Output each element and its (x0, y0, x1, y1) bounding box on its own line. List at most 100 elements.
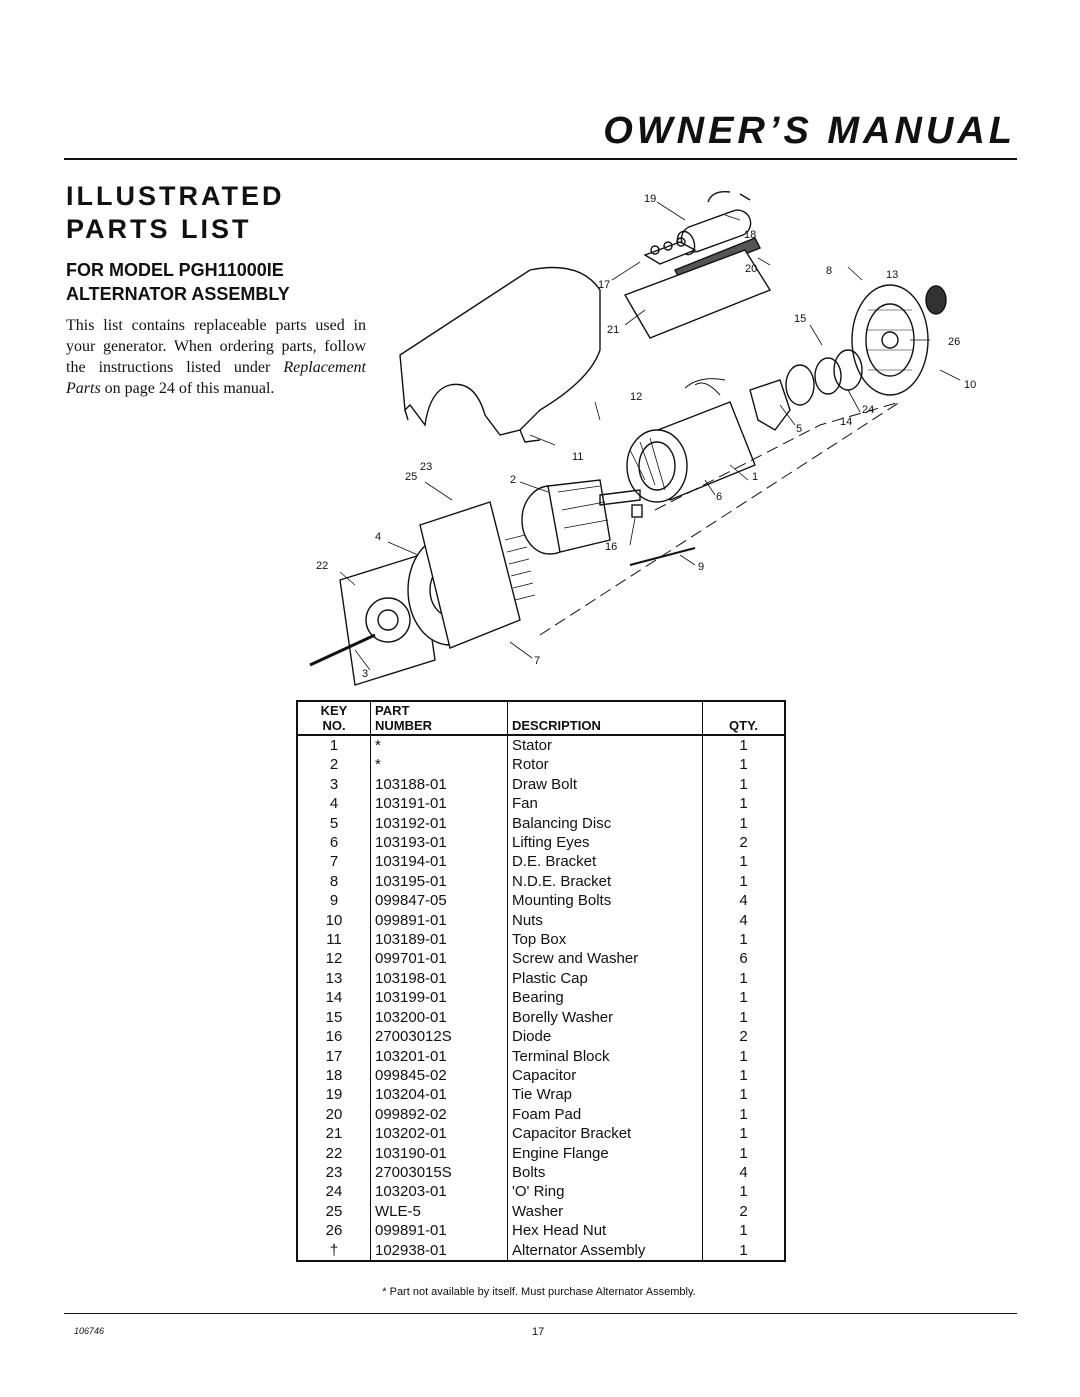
part-number-cell: 099847-05 (370, 891, 508, 911)
part-number-cell: 103188-01 (370, 774, 508, 795)
header-description: DESCRIPTION (507, 702, 703, 735)
diagram-callouts: 19 18 20 8 13 17 21 15 26 10 12 24 14 5 … (316, 193, 976, 680)
part-number-cell: 099891-01 (370, 910, 508, 931)
qty-cell: 1 (702, 930, 784, 950)
qty-cell: 1 (702, 1124, 784, 1144)
description-cell: Alternator Assembly (507, 1240, 703, 1260)
key-no-cell: 2 (329, 756, 339, 774)
description-cell: N.D.E. Bracket (507, 871, 703, 892)
part-number-cell: * (370, 755, 508, 775)
description-cell: Balancing Disc (507, 813, 703, 834)
part-number-cell: 103195-01 (370, 871, 508, 892)
section-title-line2: PARTS LIST (66, 214, 252, 244)
callout-18: 18 (744, 229, 756, 241)
callout-24: 24 (862, 404, 874, 416)
intro-emphasis: Replacement Parts (66, 359, 366, 397)
callout-19: 19 (644, 193, 656, 205)
top-box-part (399, 266, 601, 436)
part-number-cell: 103203-01 (370, 1182, 508, 1202)
key-no-cell: 21 (325, 1125, 343, 1143)
description-cell: Foam Pad (507, 1104, 703, 1125)
callout-12: 12 (630, 391, 642, 403)
callout-4: 4 (375, 531, 381, 543)
callout-13: 13 (886, 269, 898, 281)
part-number-cell: * (370, 735, 508, 756)
rotor-part (521, 479, 641, 555)
description-cell: D.E. Bracket (507, 852, 703, 872)
qty-cell: 6 (702, 949, 784, 969)
balancing-disc-part (749, 379, 791, 431)
qty-cell: 1 (702, 1240, 784, 1260)
qty-cell: 1 (702, 968, 784, 989)
qty-cell: 1 (702, 1007, 784, 1028)
part-number-cell: 102938-01 (370, 1240, 508, 1260)
callout-26: 26 (948, 336, 960, 348)
qty-cell: 2 (702, 833, 784, 853)
description-cell: Screw and Washer (507, 949, 703, 969)
callout-8: 8 (826, 265, 832, 277)
description-cell: Hex Head Nut (507, 1221, 703, 1241)
bearing-part (785, 364, 815, 406)
qty-cell: 1 (702, 1221, 784, 1241)
qty-cell: 1 (702, 1143, 784, 1163)
key-no-cell: 18 (325, 1066, 343, 1084)
description-cell: Engine Flange (507, 1143, 703, 1163)
diode-part (631, 504, 643, 518)
callout-7: 7 (534, 655, 540, 667)
qty-cell: 1 (702, 813, 784, 834)
qty-cell: 1 (702, 1085, 784, 1105)
qty-cell: 1 (702, 852, 784, 872)
key-no-cell: 7 (329, 853, 339, 871)
plastic-cap-part (925, 285, 947, 315)
qty-cell: 2 (702, 1201, 784, 1222)
part-number-cell: 099701-01 (370, 949, 508, 969)
callout-1: 1 (752, 471, 758, 483)
part-number-cell: 27003012S (370, 1027, 508, 1047)
qty-cell: 1 (702, 774, 784, 795)
alternator-exploded-diagram: 19 18 20 8 13 17 21 15 26 10 12 24 14 5 … (309, 191, 976, 686)
qty-cell: 1 (702, 1104, 784, 1125)
key-no-cell: 26 (325, 1222, 343, 1240)
description-cell: Borelly Washer (507, 1007, 703, 1028)
page-number: 17 (532, 1326, 545, 1338)
qty-cell: 1 (702, 1046, 784, 1066)
callout-5: 5 (796, 423, 802, 435)
qty-cell: 1 (702, 735, 784, 756)
intro-text-start: This list contains replaceable parts use… (66, 317, 366, 376)
key-no-cell: 17 (325, 1047, 343, 1065)
part-number-cell: 103204-01 (370, 1085, 508, 1105)
callout-3: 3 (362, 668, 368, 680)
callout-25: 25 (405, 471, 417, 483)
key-no-cell: 24 (325, 1183, 343, 1201)
description-cell: Stator (507, 735, 703, 756)
part-number-cell: 103202-01 (370, 1124, 508, 1144)
key-no-cell: 16 (325, 1028, 343, 1046)
qty-cell: 4 (702, 1162, 784, 1183)
draw-bolt-part (309, 633, 376, 667)
part-number-cell: WLE-5 (370, 1201, 508, 1222)
document-code: 106746 (74, 1326, 105, 1336)
footer-divider (64, 1313, 1017, 1314)
description-cell: Capacitor Bracket (507, 1124, 703, 1144)
description-cell: Fan (507, 794, 703, 814)
callout-16: 16 (605, 541, 617, 553)
callout-22: 22 (316, 560, 328, 572)
